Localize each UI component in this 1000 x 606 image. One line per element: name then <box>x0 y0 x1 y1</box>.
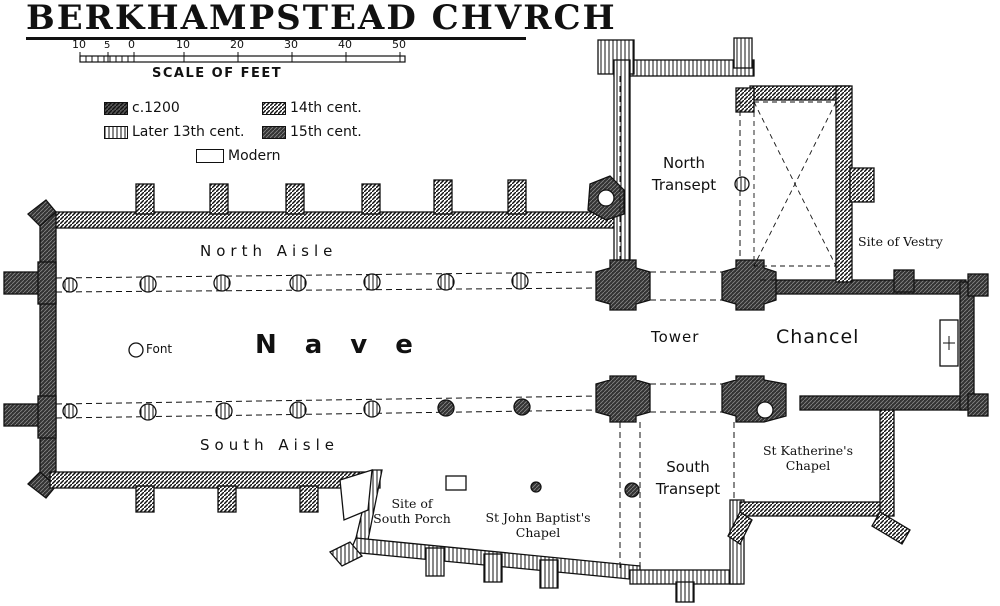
legend-swatch-later-13th <box>104 125 128 139</box>
font-symbol <box>128 342 144 358</box>
north-transept-east-wall <box>735 85 875 283</box>
vault-ribs <box>753 101 837 267</box>
label-north-aisle: North Aisle <box>200 242 338 260</box>
legend-label: Modern <box>228 148 281 164</box>
legend-swatch-15th <box>262 125 286 139</box>
label-st-john-line1: St John Baptist's <box>485 510 591 525</box>
legend-item: 15th cent. <box>262 124 362 140</box>
label-north-transept-line2: Transept <box>651 176 717 194</box>
scale-caption: SCALE OF FEET <box>152 66 283 81</box>
legend-label: Later 13th cent. <box>132 124 245 140</box>
label-chancel: Chancel <box>776 326 860 348</box>
north-aisle-wall <box>49 179 621 229</box>
altar <box>939 319 959 367</box>
scale-bar-graphic <box>79 52 406 63</box>
stair-turret <box>587 175 625 221</box>
plan-title: BERKHAMPSTEAD CHVRCH <box>26 0 617 38</box>
scale-tick-label: 20 <box>230 38 244 51</box>
legend-swatch-c1200 <box>104 101 128 115</box>
scale-tick-label: 0 <box>128 38 135 51</box>
legend-item: c.1200 <box>104 100 180 116</box>
scale-tick-label: 30 <box>284 38 298 51</box>
legend-item: Modern <box>196 148 281 164</box>
arcade-piers-dark <box>437 398 640 498</box>
label-site-of-vestry: Site of Vestry <box>858 234 943 249</box>
legend-item: Later 13th cent. <box>104 124 244 140</box>
title-underline <box>26 37 526 40</box>
scale-tick-label: 40 <box>338 38 352 51</box>
west-wall <box>3 199 57 499</box>
scale-tick-label: 10 <box>72 38 86 51</box>
st-katherine-wall <box>727 407 911 545</box>
label-south-porch-line1: Site of <box>391 496 433 511</box>
label-font: Font <box>146 342 173 356</box>
scale-tick-label: 10 <box>176 38 190 51</box>
label-st-john-baptists-chapel: St John Baptist's Chapel <box>476 510 600 540</box>
label-st-katherines-chapel: St Katherine's Chapel <box>752 443 864 473</box>
label-nave: Nave <box>255 330 441 360</box>
label-south-transept-line1: South <box>666 458 710 476</box>
label-tower: Tower <box>651 328 700 346</box>
label-north-transept: North Transept <box>636 152 732 196</box>
label-st-katherines-line1: St Katherine's <box>762 443 854 458</box>
legend-item: 14th cent. <box>262 100 362 116</box>
legend-swatch-14th <box>262 101 286 115</box>
label-south-porch-line2: South Porch <box>373 511 451 526</box>
label-south-aisle: South Aisle <box>200 436 340 454</box>
label-st-katherines-line2: Chapel <box>785 458 831 473</box>
north-transept-wall <box>597 37 755 261</box>
scale-tick-label: 50 <box>392 38 406 51</box>
legend-label: 15th cent. <box>290 124 362 140</box>
label-south-transept-line2: Transept <box>655 480 721 498</box>
label-site-of-south-porch: Site of South Porch <box>368 496 456 526</box>
scale-tick-label: 5 <box>104 40 111 51</box>
label-south-transept: South Transept <box>636 456 740 500</box>
legend-label: c.1200 <box>132 100 180 116</box>
label-st-john-line2: Chapel <box>515 525 561 540</box>
arcade-piers <box>62 176 750 421</box>
legend-swatch-modern <box>196 149 224 163</box>
scale-bar: 10 5 0 10 20 30 40 50 <box>70 38 430 68</box>
label-north-transept-line1: North <box>663 154 705 172</box>
south-transept-wall <box>629 499 745 603</box>
south-aisle-wall <box>49 471 381 513</box>
modern-structure <box>445 475 467 491</box>
legend-label: 14th cent. <box>290 100 362 116</box>
